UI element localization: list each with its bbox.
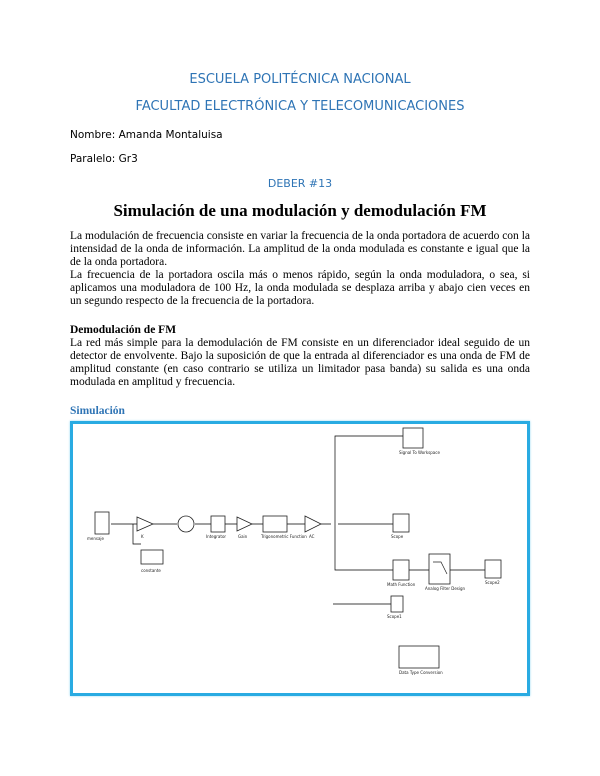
simulink-diagram-canvas: mensaje K Integrator Gain Trigonometric … <box>87 427 502 675</box>
to-workspace-label: Signal To Workspace <box>399 450 440 455</box>
trig-label: Trigonometric Function <box>260 534 307 539</box>
document-title: Simulación de una modulación y demodulac… <box>113 201 487 220</box>
branch-wires <box>334 435 485 571</box>
filter-response-icon <box>433 561 448 575</box>
constante-label: constante <box>141 568 161 573</box>
homework-number: DEBER #13 <box>267 177 333 190</box>
gain-block <box>236 516 253 532</box>
math-label: Math Function <box>387 582 416 587</box>
analog-filter-block <box>428 553 451 585</box>
gain-label: Gain <box>238 534 248 539</box>
paragraph-demodulation: La red más simple para la demodulación d… <box>70 337 530 388</box>
scope-label: Scope <box>391 534 404 539</box>
scope1-block <box>390 595 404 613</box>
sum-block <box>177 515 195 533</box>
integrator-label: Integrator <box>206 534 226 539</box>
faculty-name: FACULTAD ELECTRÓNICA Y TELECOMUNICACIONE… <box>135 99 465 114</box>
ac-gain-block <box>304 515 322 533</box>
paragraph-carrier-frequency: La frecuencia de la portadora oscila más… <box>70 269 530 307</box>
ac-label: AC <box>309 534 315 539</box>
simulink-diagram: mensaje K Integrator Gain Trigonometric … <box>70 421 530 696</box>
math-function-block <box>392 559 410 581</box>
scope1-label: Scope1 <box>387 614 402 619</box>
scope2-block <box>484 559 502 579</box>
student-name: Nombre: Amanda Montaluisa <box>70 129 223 141</box>
scope-block <box>392 513 410 533</box>
aux-wires <box>132 524 391 605</box>
section-heading-simulation: Simulación <box>70 405 125 417</box>
school-name: ESCUELA POLITÉCNICA NACIONAL <box>189 72 411 87</box>
k-gain-block <box>136 516 154 532</box>
mensaje-block <box>94 511 110 535</box>
section-heading-demodulation: Demodulación de FM <box>70 324 177 336</box>
filter-label: Analog Filter Design <box>425 586 466 591</box>
parallel-group: Paralelo: Gr3 <box>70 153 138 165</box>
scope2-label: Scope2 <box>485 580 500 585</box>
data-conversion-block <box>398 645 440 669</box>
trig-function-block <box>262 515 288 533</box>
dist-label: Data Type Conversion <box>399 670 443 675</box>
constante-block <box>140 549 164 565</box>
mensaje-label: mensaje <box>87 536 105 541</box>
k-label: K <box>141 534 144 539</box>
integrator-block <box>210 515 226 533</box>
paragraph-fm-definition: La modulación de frecuencia consiste en … <box>70 230 530 268</box>
to-workspace-block <box>402 427 424 449</box>
